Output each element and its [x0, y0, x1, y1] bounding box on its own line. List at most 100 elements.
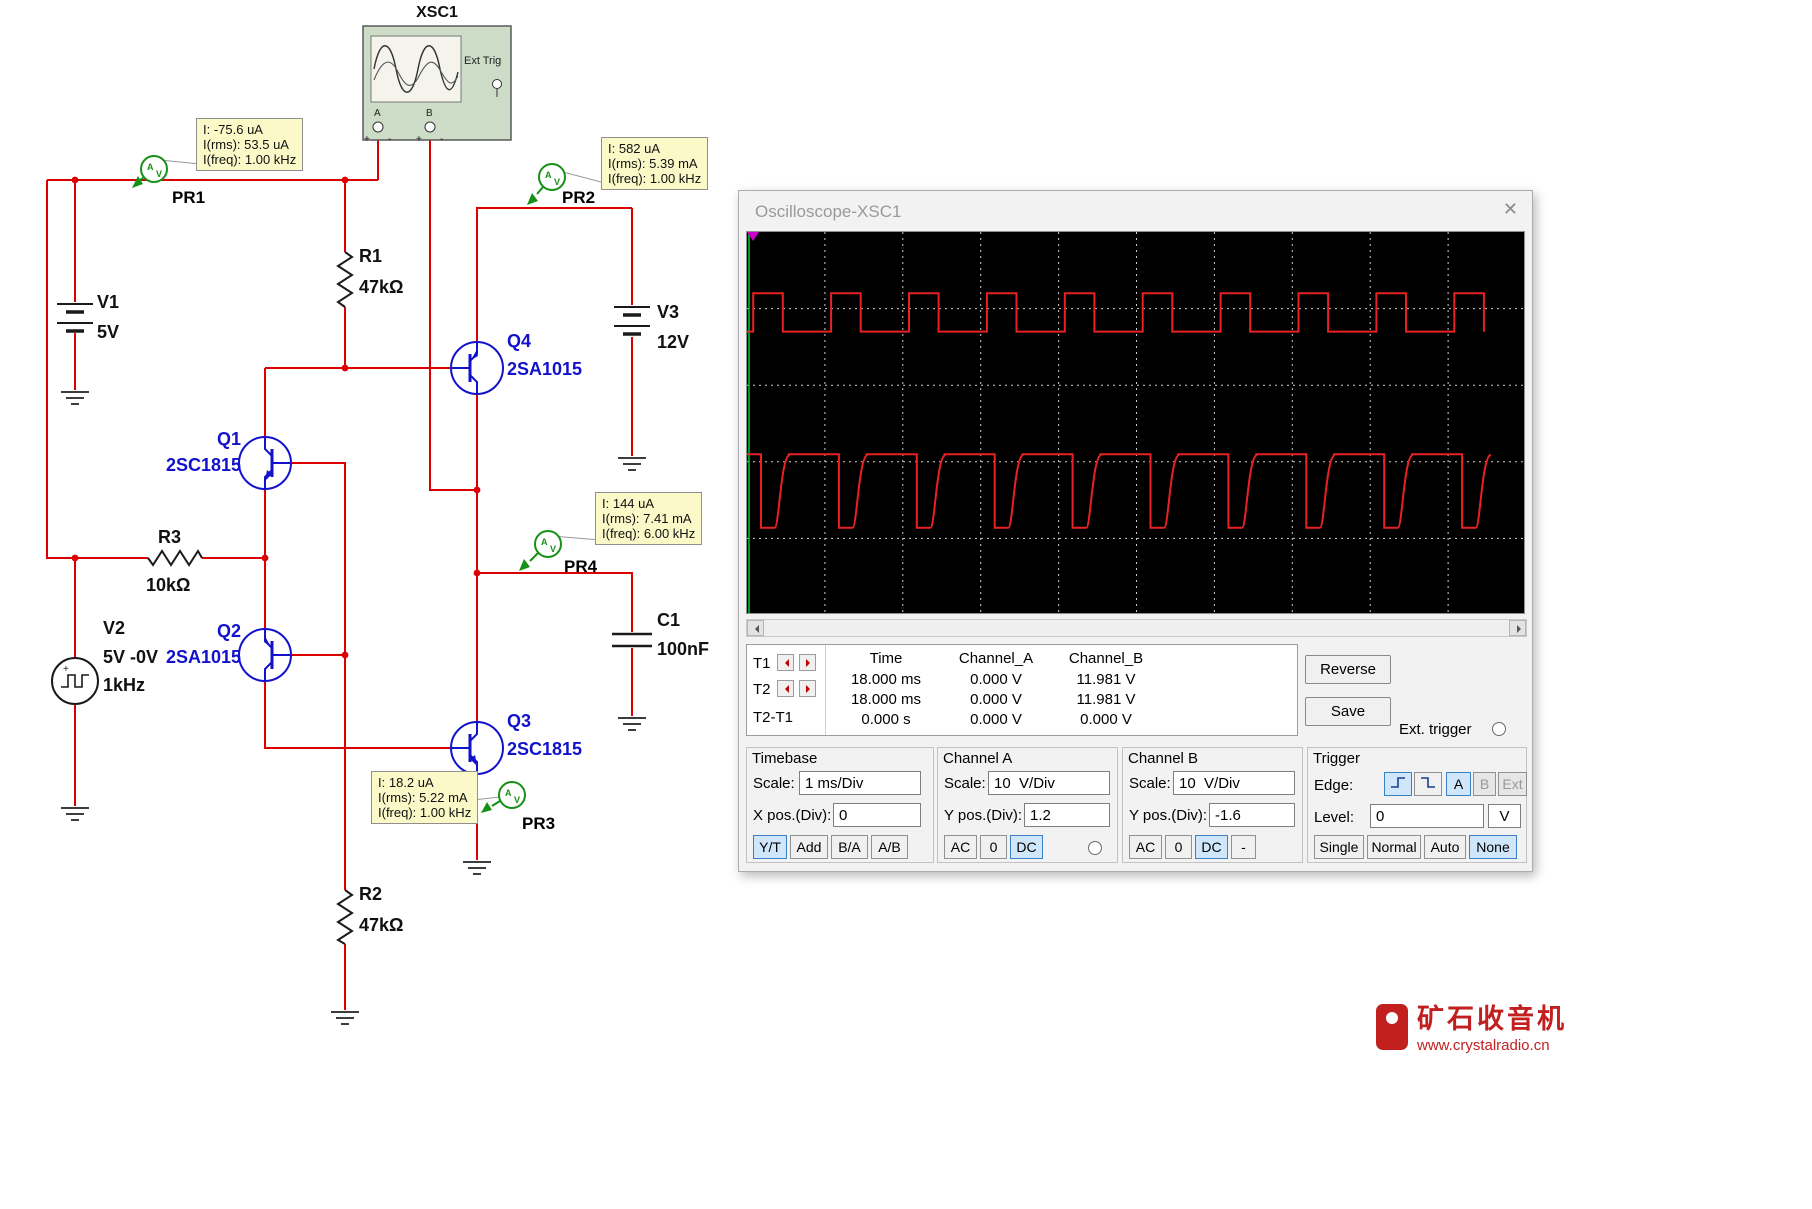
circuit-wires[interactable] [46, 133, 633, 1010]
scroll-left-icon[interactable] [747, 620, 764, 636]
wire [429, 133, 477, 491]
transistor-q2[interactable] [238, 628, 292, 682]
scope-display[interactable] [746, 231, 1525, 614]
circuit-schematic: XSC1 Ext Trig A B + - + - V1 5V V3 12V +… [46, 4, 709, 1025]
ext-trig-terminal[interactable] [492, 79, 502, 89]
channel-a-ypos-input[interactable]: 1.2 [1024, 803, 1110, 827]
channel-a-terminal[interactable] [372, 121, 384, 133]
ground-symbol[interactable] [331, 1011, 359, 1025]
probe-pr1-label: PR1 [172, 188, 205, 207]
channel-b-terminal[interactable] [424, 121, 436, 133]
resistor-r1[interactable] [336, 251, 354, 308]
trigger-mode-auto-button[interactable]: Auto [1424, 835, 1466, 859]
q4-value: 2SA1015 [507, 359, 582, 379]
timebase-xpos-input[interactable]: 0 [833, 803, 921, 827]
timebase-mode-ab-button[interactable]: A/B [871, 835, 908, 859]
v2-frequency: 1kHz [103, 675, 145, 695]
channel-a-ac-button[interactable]: AC [944, 835, 977, 859]
trigger-mode-none-button[interactable]: None [1469, 835, 1517, 859]
trigger-rising-edge-button[interactable] [1384, 772, 1412, 796]
probe-pr1-tooltip: I: -75.6 uA I(rms): 53.5 uA I(freq): 1.0… [196, 118, 304, 171]
probe-pr2-label: PR2 [562, 188, 595, 207]
svg-text:V: V [156, 169, 162, 179]
scroll-right-icon[interactable] [1509, 620, 1526, 636]
channel-b-ypos-input[interactable]: -1.6 [1209, 803, 1295, 827]
probe-pr4[interactable]: AV [519, 530, 562, 571]
ground-symbol[interactable] [618, 457, 646, 471]
trigger-source-b-button[interactable]: B [1473, 772, 1496, 796]
t2-left-button[interactable] [777, 680, 794, 697]
svg-text:A: A [545, 170, 552, 180]
channel-b-zero-button[interactable]: 0 [1165, 835, 1192, 859]
falling-edge-icon [1421, 777, 1435, 788]
trigger-source-a-button[interactable]: A [1446, 772, 1471, 796]
r3-value: 10kΩ [146, 575, 190, 595]
probe-pr3[interactable]: AV [481, 781, 526, 813]
resistor-r3[interactable] [147, 549, 203, 567]
channel-a-scale-input[interactable]: 10 V/Div [988, 771, 1110, 795]
trigger-source-ext-button[interactable]: Ext [1498, 772, 1527, 796]
battery-v1[interactable] [57, 303, 93, 333]
trigger-level-input[interactable]: 0 [1370, 804, 1484, 828]
battery-v3[interactable] [614, 306, 650, 336]
ext-trigger-label: Ext. trigger [1399, 721, 1472, 738]
tooltip-line: I(rms): 5.39 mA [608, 156, 698, 171]
channel-b-scale-input[interactable]: 10 V/Div [1173, 771, 1295, 795]
c1-name: C1 [657, 610, 680, 630]
channel-a-trace [747, 292, 1485, 333]
close-icon[interactable]: ✕ [1502, 199, 1518, 219]
ext-trigger-radio[interactable] [1492, 722, 1506, 736]
v2-name: V2 [103, 618, 125, 638]
channel-b-title: Channel B [1128, 750, 1199, 767]
timebase-scale-input[interactable]: 1 ms/Div [799, 771, 921, 795]
channel-a-group: Channel A Scale: 10 V/Div Y pos.(Div): 1… [937, 747, 1118, 863]
oscilloscope-instrument-icon[interactable] [362, 25, 512, 141]
q2-value: 2SA1015 [166, 647, 241, 667]
trigger-mode-single-button[interactable]: Single [1314, 835, 1364, 859]
timebase-mode-ba-button[interactable]: B/A [831, 835, 868, 859]
tooltip-line: I(rms): 5.22 mA [378, 790, 468, 805]
t1-left-button[interactable] [777, 654, 794, 671]
scope-hscrollbar[interactable] [746, 619, 1527, 637]
timebase-mode-yt-button[interactable]: Y/T [753, 835, 787, 859]
source-v2[interactable]: + [51, 657, 99, 705]
channel-a-dc-button[interactable]: DC [1010, 835, 1043, 859]
trigger-falling-edge-button[interactable] [1414, 772, 1442, 796]
channel-b-ypos-label: Y pos.(Div): [1129, 807, 1208, 824]
channel-b-dc-button[interactable]: DC [1195, 835, 1228, 859]
tooltip-line: I(freq): 1.00 kHz [203, 152, 297, 167]
t1-right-button[interactable] [799, 654, 816, 671]
ground-symbol[interactable] [618, 717, 646, 731]
resistor-r2[interactable] [336, 889, 354, 945]
save-button[interactable]: Save [1305, 697, 1391, 726]
reverse-button[interactable]: Reverse [1305, 655, 1391, 684]
t2-right-button[interactable] [799, 680, 816, 697]
scope-titlebar[interactable]: Oscilloscope-XSC1 ✕ [739, 191, 1532, 231]
transistor-q3[interactable] [450, 721, 504, 775]
trigger-level-unit-select[interactable]: V [1488, 804, 1521, 828]
r2-value: 47kΩ [359, 915, 403, 935]
ground-symbol[interactable] [463, 861, 491, 875]
cursor-diff-label: T2-T1 [753, 709, 794, 726]
transistor-q1[interactable] [238, 436, 292, 490]
v1-name: V1 [97, 292, 119, 312]
channel-a-indicator-radio[interactable] [1088, 841, 1102, 855]
channel-b-ac-button[interactable]: AC [1129, 835, 1162, 859]
ground-symbol[interactable] [61, 391, 89, 405]
scope-grid [747, 232, 1524, 613]
wire [264, 681, 451, 749]
c1-value: 100nF [657, 639, 709, 659]
channel-b-invert-button[interactable]: - [1231, 835, 1256, 859]
capacitor-c1[interactable] [612, 632, 652, 648]
trigger-mode-normal-button[interactable]: Normal [1367, 835, 1421, 859]
tooltip-line: I(freq): 1.00 kHz [378, 805, 472, 820]
q2-name: Q2 [217, 621, 241, 641]
channel-a-zero-button[interactable]: 0 [980, 835, 1007, 859]
probe-pr2[interactable]: AV [527, 163, 566, 205]
transistor-q4[interactable] [450, 341, 504, 395]
cursor-marker[interactable] [747, 232, 759, 241]
wire [477, 572, 633, 632]
ground-symbol[interactable] [61, 807, 89, 821]
probe-pr1[interactable]: AV [132, 155, 168, 188]
timebase-mode-add-button[interactable]: Add [790, 835, 828, 859]
